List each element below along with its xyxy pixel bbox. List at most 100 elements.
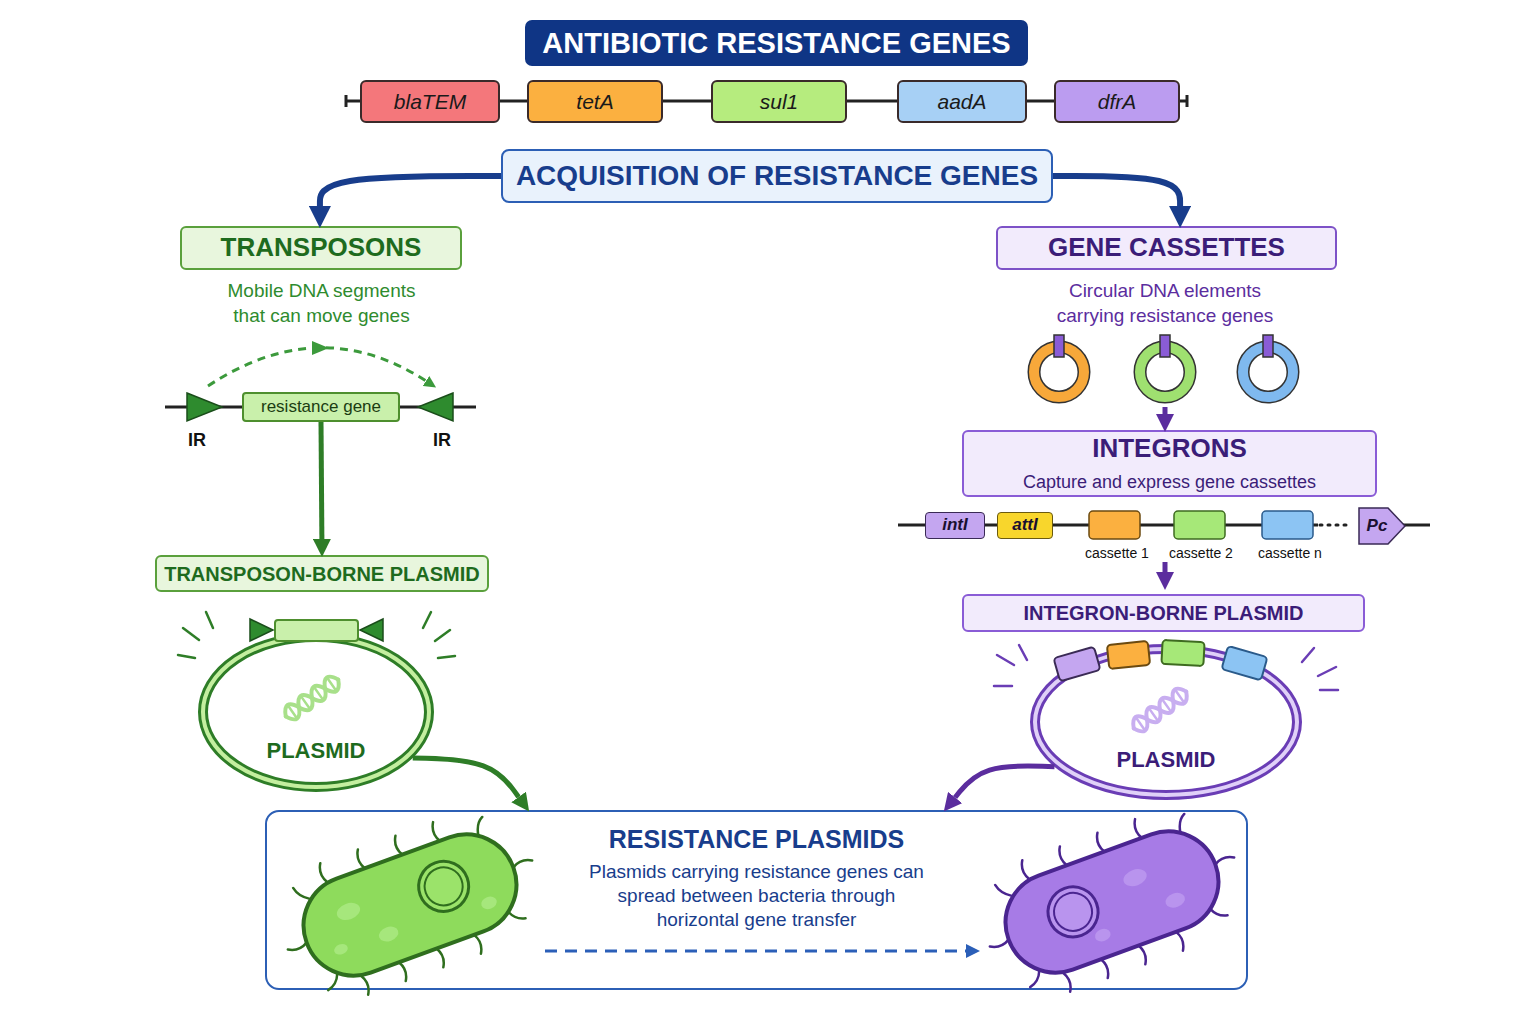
cell-plasmid bbox=[412, 854, 476, 918]
plasmid-rays bbox=[994, 645, 1338, 690]
dna-icon bbox=[1129, 685, 1191, 735]
gene-box: tetA bbox=[527, 80, 663, 123]
connector-arrow bbox=[320, 176, 501, 206]
ray bbox=[1318, 667, 1336, 676]
cell-spot bbox=[334, 900, 362, 923]
node-title: INTEGRON-BORNE PLASMID bbox=[1024, 601, 1304, 625]
gene-box: sul1 bbox=[711, 80, 847, 123]
cell-spot bbox=[333, 942, 350, 956]
node-title: PLASMID bbox=[267, 738, 366, 764]
cassette-tab bbox=[1160, 335, 1170, 357]
node-title: attI bbox=[1012, 515, 1038, 535]
cassette-box bbox=[1089, 511, 1140, 539]
cell-plasmid bbox=[419, 862, 468, 911]
repeat-label: IR bbox=[177, 429, 217, 451]
category-box: GENE CASSETTES bbox=[996, 226, 1337, 270]
cassette-box bbox=[1262, 511, 1313, 539]
ray bbox=[1302, 648, 1314, 662]
flow-arrow bbox=[1163, 407, 1168, 414]
node-title: tetA bbox=[576, 89, 613, 114]
plasmid-ring: PLASMID bbox=[1030, 644, 1302, 800]
dna-icon bbox=[281, 673, 343, 723]
cell-plasmid bbox=[1049, 888, 1098, 937]
cassette-tab bbox=[1054, 335, 1064, 357]
dna-strand bbox=[1129, 685, 1191, 735]
recipient-bacterium bbox=[966, 792, 1258, 1012]
ray bbox=[1320, 689, 1338, 692]
node-title: INTEGRONS bbox=[1092, 433, 1247, 464]
dna-strand bbox=[281, 673, 343, 723]
ray bbox=[206, 612, 213, 628]
connector-arrow bbox=[955, 766, 1054, 798]
cell-spot bbox=[1121, 866, 1149, 889]
node-title: ACQUISITION OF RESISTANCE GENES bbox=[516, 159, 1038, 193]
cassette-label: cassette 1 bbox=[1077, 544, 1157, 562]
node-title: GENE CASSETTES bbox=[1048, 232, 1285, 263]
ray bbox=[423, 612, 431, 628]
attachment-site: attI bbox=[997, 512, 1053, 539]
promoter-arrow: Pc bbox=[1358, 507, 1406, 545]
integron-strand-dots bbox=[1320, 524, 1352, 527]
cassette-label: cassette n bbox=[1250, 544, 1330, 562]
stage-box: TRANSPOSON-BORNE PLASMID bbox=[155, 555, 489, 592]
dna-strand bbox=[1129, 685, 1191, 735]
ray bbox=[994, 685, 1012, 688]
plasmid-cassette bbox=[1161, 640, 1204, 666]
transposition-arrow bbox=[208, 348, 426, 386]
description-text: Circular DNA elements carrying resistanc… bbox=[1040, 278, 1290, 328]
dna-rungs bbox=[288, 679, 335, 718]
gene-segment: resistance gene bbox=[242, 392, 400, 422]
summary-panel: RESISTANCE PLASMIDS Plasmids carrying res… bbox=[265, 810, 1248, 990]
node-title: intI bbox=[942, 515, 968, 535]
plasmid-ring-inner bbox=[1035, 649, 1297, 795]
transfer-arrow bbox=[545, 950, 966, 953]
node-title: dfrA bbox=[1098, 89, 1137, 114]
repeat-label: IR bbox=[422, 429, 462, 451]
plasmid-ring-outer bbox=[203, 637, 429, 787]
process-box: INTEGRONS Capture and express gene casset… bbox=[962, 430, 1377, 497]
inverted-repeat bbox=[360, 619, 383, 641]
flow-arrow bbox=[1163, 562, 1168, 572]
dna-strand bbox=[281, 673, 343, 723]
flagella bbox=[264, 795, 556, 1015]
plasmid-ring-outer bbox=[1035, 649, 1297, 795]
process-box: ACQUISITION OF RESISTANCE GENES bbox=[501, 149, 1053, 203]
gene-box: dfrA bbox=[1054, 80, 1180, 123]
inverted-repeat bbox=[418, 393, 453, 421]
cell-body bbox=[992, 817, 1233, 986]
strand-tick bbox=[1186, 95, 1189, 107]
ray bbox=[438, 656, 455, 658]
connector-arrow bbox=[319, 422, 325, 539]
cassette-box bbox=[1174, 511, 1225, 539]
node-title: aadA bbox=[937, 89, 986, 114]
node-title: RESISTANCE PLASMIDS bbox=[609, 824, 904, 854]
cell-spot bbox=[479, 894, 498, 911]
node-body: Plasmids carrying resistance genes can s… bbox=[582, 860, 932, 932]
connector-arrow bbox=[1053, 176, 1180, 206]
node-title: blaTEM bbox=[394, 89, 466, 114]
plasmid-outline bbox=[1030, 644, 1302, 800]
node-title: TRANSPOSON-BORNE PLASMID bbox=[164, 562, 480, 586]
strand-tick bbox=[345, 95, 348, 107]
node-body: Capture and express gene cassettes bbox=[1023, 470, 1316, 494]
ray bbox=[183, 628, 199, 640]
stage-box: INTEGRON-BORNE PLASMID bbox=[962, 594, 1365, 632]
donor-bacterium bbox=[264, 795, 556, 1015]
cell-body bbox=[290, 820, 531, 989]
node-title: TRANSPOSONS bbox=[221, 232, 422, 263]
promoter-shape bbox=[1359, 508, 1405, 544]
flagella bbox=[966, 792, 1258, 1012]
cell-spot bbox=[377, 924, 401, 944]
description-text: Mobile DNA segments that can move genes bbox=[219, 278, 424, 328]
inverted-repeat bbox=[250, 619, 273, 641]
ray bbox=[1019, 645, 1027, 660]
cell-spot bbox=[1093, 927, 1112, 944]
node-title: sul1 bbox=[760, 89, 799, 114]
plasmid-ring-inner bbox=[203, 637, 429, 787]
category-box: TRANSPOSONS bbox=[180, 226, 462, 270]
plasmid-cassette bbox=[1221, 646, 1267, 680]
title-banner: ANTIBIOTIC RESISTANCE GENES bbox=[525, 20, 1028, 66]
node-title: Pc bbox=[1367, 516, 1388, 536]
plasmid-insert bbox=[275, 620, 358, 641]
node-title: PLASMID bbox=[1117, 747, 1216, 773]
